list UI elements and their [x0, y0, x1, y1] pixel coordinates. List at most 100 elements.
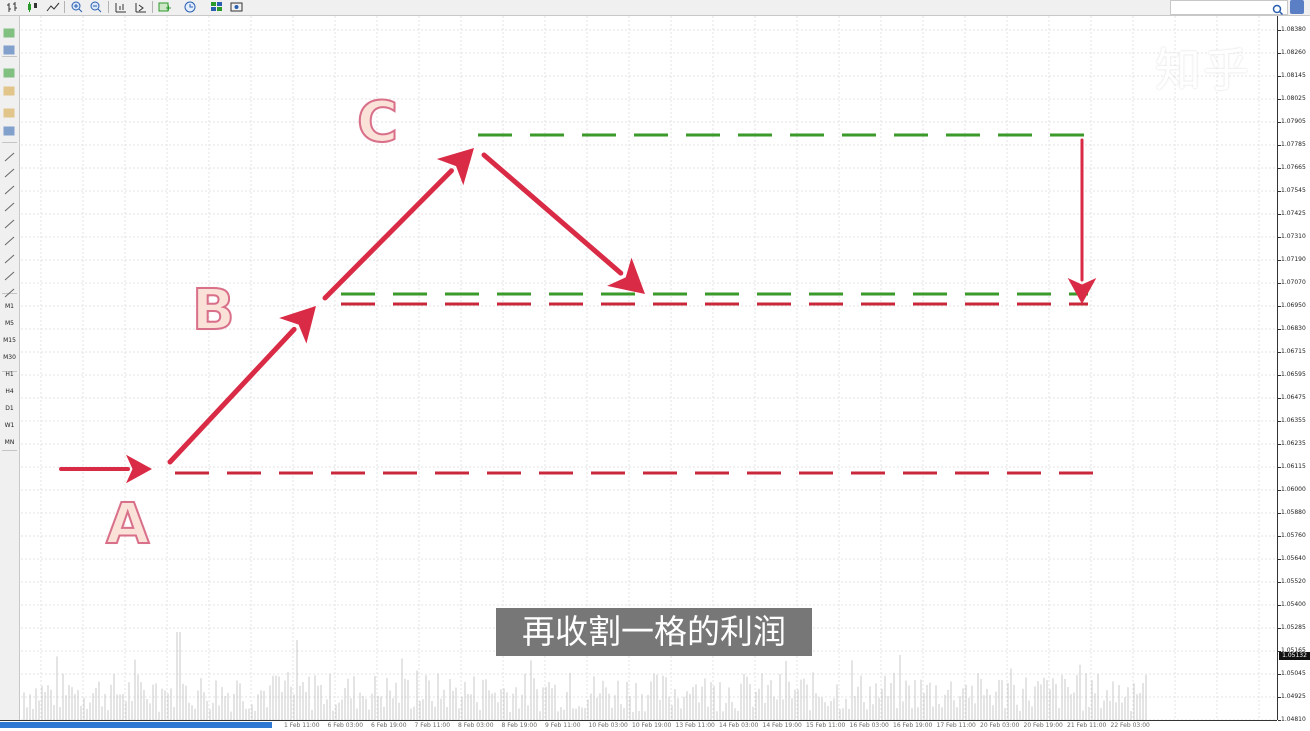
price-tick: 1.06115 — [1281, 463, 1306, 470]
price-tick: 1.06595 — [1281, 371, 1306, 378]
account-icon[interactable] — [1290, 0, 1304, 14]
timeframe-m1[interactable]: M1 — [5, 303, 14, 310]
time-tick: 17 Feb 11:00 — [936, 722, 976, 729]
time-tick: 10 Feb 03:00 — [588, 722, 628, 729]
time-tick: 1 Feb 11:00 — [284, 722, 320, 729]
price-tick: 1.04810 — [1281, 716, 1306, 723]
strategy-tester-icon[interactable] — [3, 104, 16, 118]
time-tick: 15 Feb 11:00 — [806, 722, 846, 729]
rectangle-icon[interactable] — [3, 198, 16, 212]
time-tick: 13 Feb 11:00 — [675, 722, 715, 729]
zoom-out-icon[interactable] — [89, 1, 103, 13]
chart-area[interactable] — [21, 16, 1277, 720]
timeframe-m30[interactable]: M30 — [3, 354, 16, 361]
time-tick: 10 Feb 19:00 — [632, 722, 672, 729]
time-tick: 9 Feb 11:00 — [545, 722, 581, 729]
time-tick: 20 Feb 19:00 — [1023, 722, 1063, 729]
point-label-a: A — [105, 491, 150, 558]
time-tick: 14 Feb 19:00 — [762, 722, 802, 729]
price-tick: 1.07425 — [1281, 210, 1306, 217]
autoscroll-icon[interactable] — [134, 1, 148, 13]
time-axis: 1 Feb 11:00 6 Feb 03:00 6 Feb 19:00 7 Feb 1… — [0, 720, 1277, 731]
price-tick: 1.08025 — [1281, 95, 1306, 102]
price-tick: 1.06475 — [1281, 394, 1306, 401]
alerts-icon[interactable] — [3, 122, 16, 136]
time-tick: 22 Feb 03:00 — [1110, 722, 1150, 729]
time-tick: 16 Feb 03:00 — [849, 722, 889, 729]
channel-icon[interactable] — [3, 215, 16, 229]
market-watch-icon[interactable] — [3, 24, 16, 38]
price-axis: 1.08380 1.08260 1.08145 1.08025 1.07905 1.077… — [1277, 16, 1310, 723]
price-tick: 1.07545 — [1281, 187, 1306, 194]
price-tick: 1.05285 — [1281, 624, 1306, 631]
price-tick: 1.05640 — [1281, 555, 1306, 562]
price-tick: 1.05400 — [1281, 601, 1306, 608]
price-tick: 1.06950 — [1281, 302, 1306, 309]
price-tick: 1.05880 — [1281, 509, 1306, 516]
time-tick: 6 Feb 19:00 — [371, 722, 407, 729]
time-tick: 21 Feb 11:00 — [1067, 722, 1107, 729]
subtitle-caption: 再收割一格的利润 — [496, 608, 812, 656]
volume-histogram — [23, 632, 1147, 720]
bar-chart-icon[interactable] — [6, 1, 20, 13]
timeframe-d1[interactable]: D1 — [5, 405, 14, 412]
time-tick: 8 Feb 19:00 — [501, 722, 538, 729]
arrow-tool-icon[interactable] — [3, 267, 16, 281]
clock-icon[interactable] — [184, 1, 198, 13]
price-tick: 1.08145 — [1281, 72, 1306, 79]
point-label-b: B — [191, 277, 236, 344]
price-tick: 1.06830 — [1281, 325, 1306, 332]
price-tick: 1.08380 — [1281, 26, 1306, 33]
timeframe-m15[interactable]: M15 — [3, 337, 16, 344]
price-tick: 1.07665 — [1281, 164, 1306, 171]
horizontal-line-icon[interactable] — [3, 181, 16, 195]
timeframe-mn[interactable]: MN — [4, 439, 15, 446]
add-indicator-icon[interactable] — [158, 1, 172, 13]
screenshot-icon[interactable] — [230, 1, 244, 13]
price-tick: 1.06235 — [1281, 440, 1306, 447]
period-separator-icon[interactable] — [114, 1, 128, 13]
vertical-line-icon[interactable] — [3, 164, 16, 178]
text-icon[interactable] — [3, 250, 16, 264]
timeframe-w1[interactable]: W1 — [4, 422, 15, 429]
fibonacci-icon[interactable] — [3, 232, 16, 246]
candlestick-icon[interactable] — [26, 1, 40, 13]
time-tick: 14 Feb 03:00 — [719, 722, 759, 729]
current-price-label: 1.05132 — [1279, 652, 1310, 660]
time-tick: 8 Feb 03:00 — [458, 722, 494, 729]
price-tick: 1.06000 — [1281, 486, 1306, 493]
price-tick: 1.06355 — [1281, 417, 1306, 424]
point-label-c: C — [356, 89, 399, 156]
time-tick: 6 Feb 03:00 — [327, 722, 364, 729]
price-tick: 1.05760 — [1281, 532, 1306, 539]
line-chart-icon[interactable] — [46, 1, 60, 13]
price-tick: 1.05165 — [1281, 647, 1306, 654]
search-input[interactable] — [1170, 0, 1288, 15]
time-tick: 20 Feb 03:00 — [980, 722, 1020, 729]
trendline-icon[interactable] — [3, 148, 16, 162]
time-tick: 7 Feb 11:00 — [414, 722, 451, 729]
toolbar — [0, 0, 1310, 16]
price-tick: 1.07905 — [1281, 118, 1306, 125]
timeframe-h1[interactable]: H1 — [5, 371, 14, 378]
price-tick: 1.06715 — [1281, 348, 1306, 355]
timeframe-h4[interactable]: H4 — [5, 388, 14, 395]
favorites-icon[interactable] — [3, 82, 16, 96]
shapes-icon[interactable] — [3, 284, 16, 298]
data-window-icon[interactable] — [3, 41, 16, 55]
timeframe-m5[interactable]: M5 — [5, 320, 14, 327]
price-tick: 1.07785 — [1281, 141, 1306, 148]
search-icon[interactable] — [1272, 1, 1284, 16]
price-tick: 1.07310 — [1281, 233, 1306, 240]
templates-icon[interactable] — [210, 1, 224, 13]
time-tick: 16 Feb 19:00 — [893, 722, 933, 729]
chart-scrollbar[interactable] — [0, 722, 272, 728]
price-tick: 1.07070 — [1281, 279, 1306, 286]
price-tick: 1.07190 — [1281, 256, 1306, 263]
navigator-icon[interactable] — [3, 64, 16, 78]
price-tick: 1.05520 — [1281, 578, 1306, 585]
price-tick: 1.04925 — [1281, 693, 1306, 700]
zoom-in-icon[interactable] — [70, 1, 84, 13]
price-tick: 1.08260 — [1281, 49, 1306, 56]
